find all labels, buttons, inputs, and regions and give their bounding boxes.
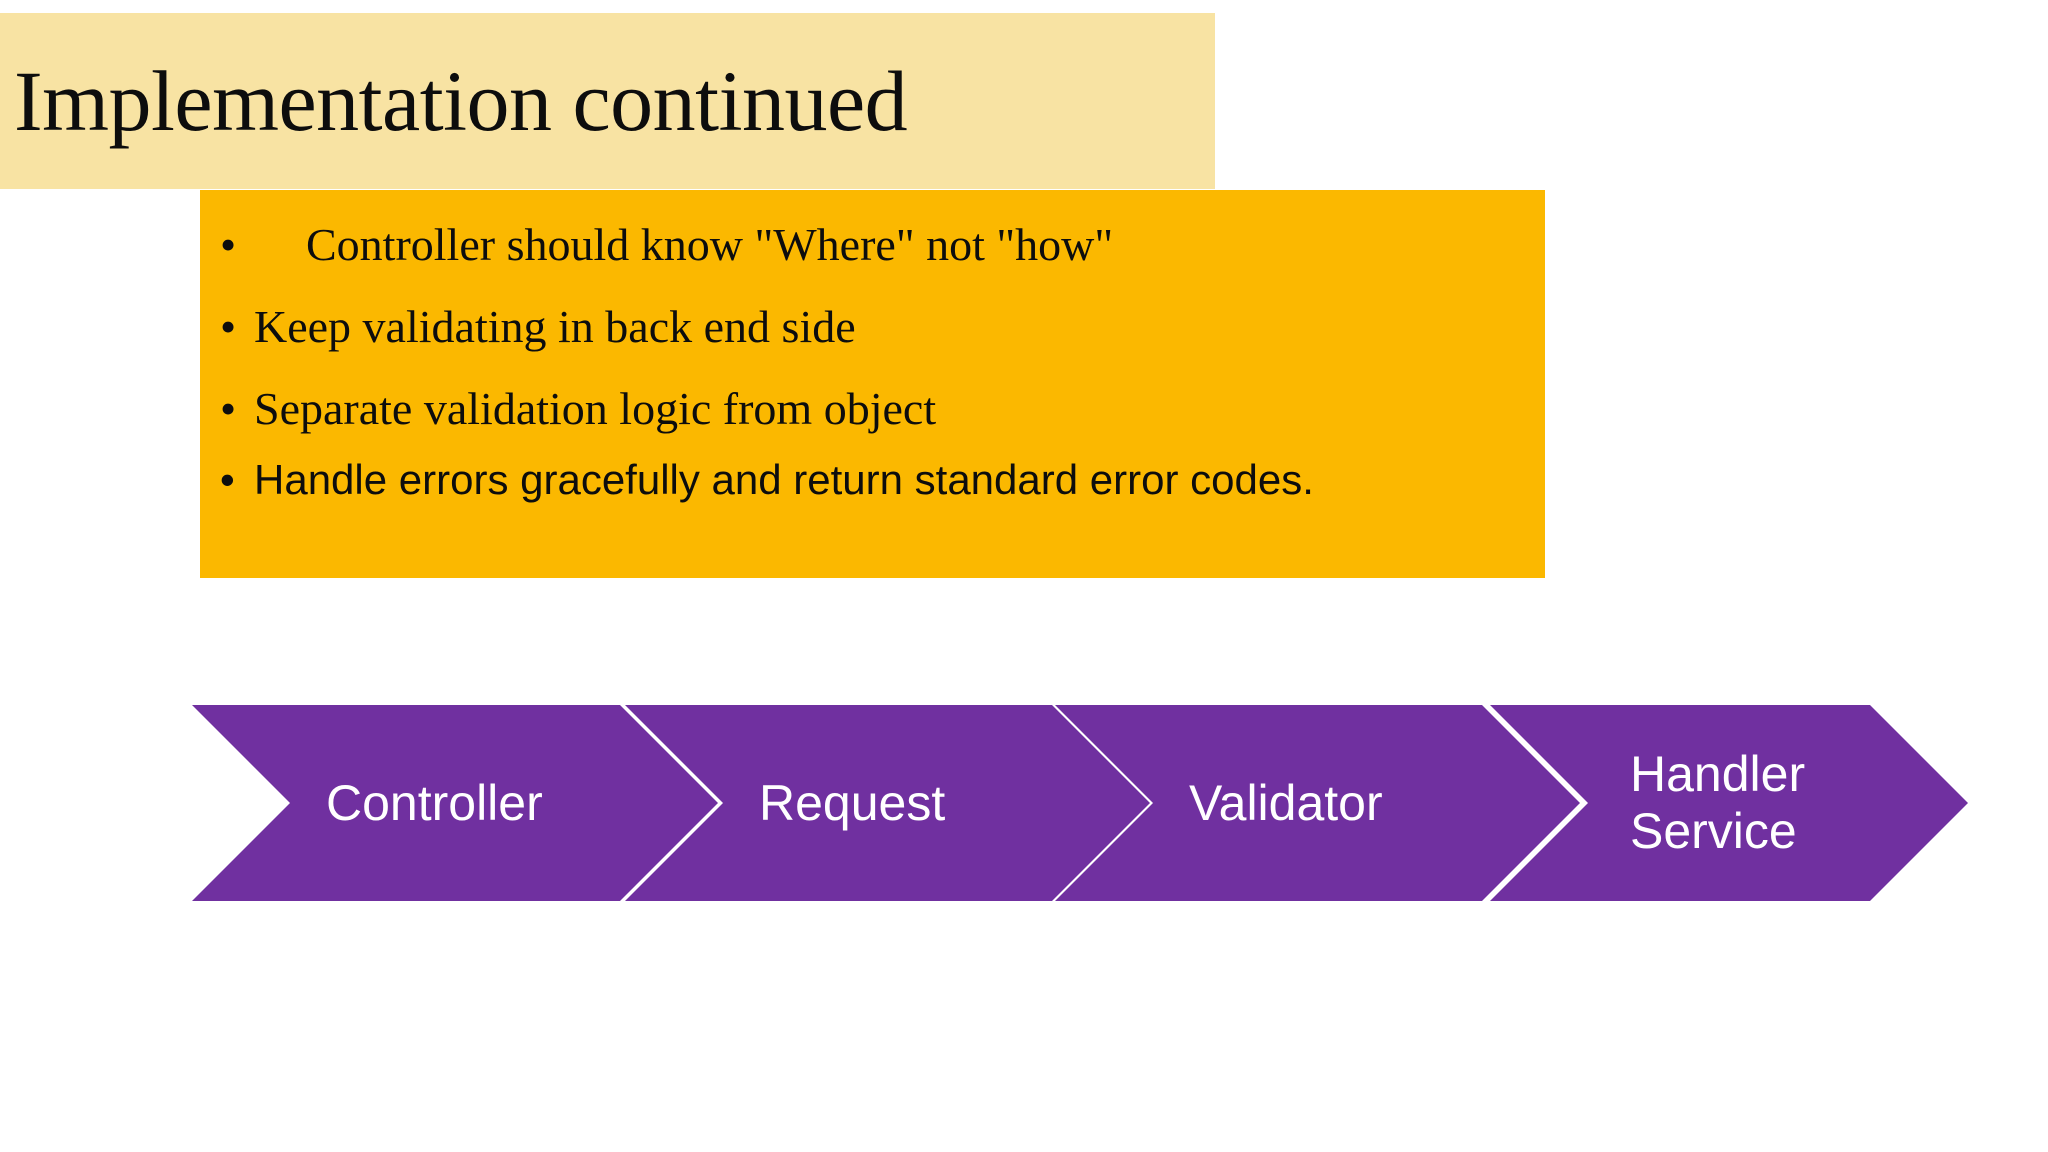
bullet-text: Controller should know "Where" not "how" bbox=[306, 219, 1114, 270]
page-title: Implementation continued bbox=[14, 53, 908, 149]
bullet-text: Keep validating in back end side bbox=[254, 301, 856, 352]
process-step-label: Controller bbox=[326, 774, 543, 831]
bullet-point-icon: • bbox=[220, 301, 237, 352]
slide-title-band: Implementation continued bbox=[0, 13, 1215, 189]
bullet-point-icon: • bbox=[220, 219, 237, 270]
list-item: • Separate validation logic from object bbox=[200, 368, 1545, 450]
list-item: • Controller should know "Where" not "ho… bbox=[200, 204, 1545, 286]
process-step-controller[interactable]: Controller bbox=[192, 705, 718, 901]
bullet-text: Separate validation logic from object bbox=[254, 383, 937, 434]
process-flow-diagram: Controller Request Validator Handler Ser… bbox=[0, 705, 2048, 901]
process-step-label: Handler Service bbox=[1630, 746, 1806, 859]
list-item: • Keep validating in back end side bbox=[200, 286, 1545, 368]
list-item: • Handle errors gracefully and return st… bbox=[200, 450, 1545, 510]
process-step-label: Validator bbox=[1189, 774, 1383, 831]
bullet-point-icon: • bbox=[220, 383, 237, 434]
process-step-label: Request bbox=[759, 774, 946, 831]
bullet-list: • Controller should know "Where" not "ho… bbox=[200, 190, 1545, 510]
bullet-content-box: • Controller should know "Where" not "ho… bbox=[200, 190, 1545, 578]
bullet-point-icon: • bbox=[220, 456, 235, 503]
bullet-text: Handle errors gracefully and return stan… bbox=[254, 456, 1314, 503]
